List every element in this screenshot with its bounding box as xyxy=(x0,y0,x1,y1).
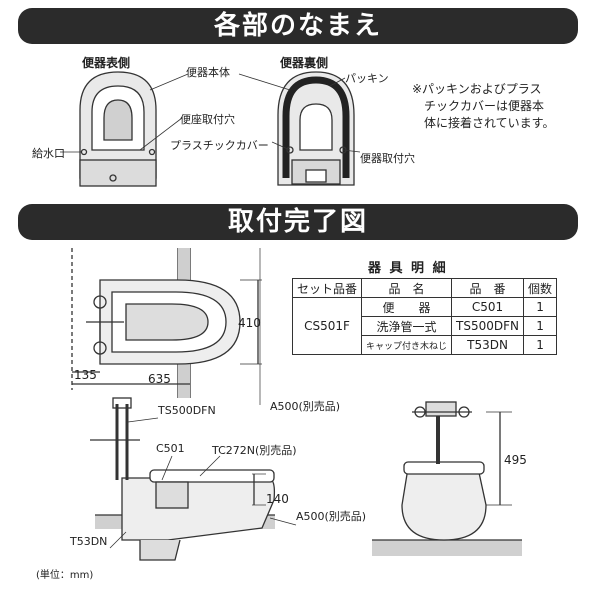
body-label: 便器本体 xyxy=(186,66,230,79)
row-name: 便 器 xyxy=(361,297,453,317)
seat-hole-label: 便座取付穴 xyxy=(180,113,235,126)
label-t53dn: T53DN xyxy=(70,535,108,548)
row-code: TS500DFN xyxy=(451,316,525,336)
plastic-cover-label: プラスチックカバー xyxy=(170,139,269,152)
row-name: キャップ付き木ねじ xyxy=(361,335,453,355)
front-side-label: 便器表側 xyxy=(82,56,131,70)
table-row: CS501F 便 器 C501 1 xyxy=(291,297,558,355)
spec-title: 器 具 明 細 xyxy=(368,261,448,276)
dim-135: 135 xyxy=(74,368,97,382)
water-inlet-label: 給水口 xyxy=(32,147,65,160)
label-tc272n: TC272N(別売品) xyxy=(212,444,297,457)
rear-view xyxy=(372,401,522,556)
toilet-front-view xyxy=(79,71,157,187)
label-ts500dfn: TS500DFN xyxy=(158,404,216,417)
spec-table: セット品番 品 名 品 番 個数 CS501F 便 器 C501 1 洗浄管一式… xyxy=(291,278,558,355)
header-qty: 個数 xyxy=(523,278,558,298)
table-row: キャップ付き木ねじ T53DN 1 xyxy=(293,335,558,355)
header-set-code: セット品番 xyxy=(291,278,363,298)
dim-410: 410 xyxy=(238,316,261,330)
note-line-2: チックカバーは便器本 xyxy=(424,99,545,113)
names-banner: 各部のなまえ xyxy=(18,8,578,44)
unit-note: (単位：mm) xyxy=(36,570,94,581)
table-row: 洗浄管一式 TS500DFN 1 xyxy=(293,316,558,336)
install-banner: 取付完了図 xyxy=(18,204,578,240)
names-title: 各部のなまえ xyxy=(213,11,382,41)
note-line-3: 体に接着されています。 xyxy=(424,116,555,130)
note-line-1: ※パッキンおよびプラス xyxy=(412,82,542,96)
header-code: 品 番 xyxy=(451,278,525,298)
label-c501: C501 xyxy=(156,442,185,455)
header-name: 品 名 xyxy=(361,278,453,298)
label-a500-bottom: A500(別売品) xyxy=(296,510,367,523)
packing-label: パッキン xyxy=(345,72,389,85)
dim-635: 635 xyxy=(148,372,171,386)
row-qty: 1 xyxy=(523,297,558,317)
side-view xyxy=(90,397,297,561)
toilet-back-view xyxy=(277,71,355,186)
label-a500-top: A500(別売品) xyxy=(270,400,341,413)
row-name: 洗浄管一式 xyxy=(361,316,453,336)
set-code-cell: CS501F xyxy=(291,297,363,355)
mount-hole-label: 便器取付穴 xyxy=(360,152,415,165)
dim-140: 140 xyxy=(266,492,289,506)
row-code: T53DN xyxy=(451,335,525,355)
spec-header-row: セット品番 品 名 品 番 個数 xyxy=(291,278,558,298)
install-title: 取付完了図 xyxy=(227,207,368,237)
dim-495: 495 xyxy=(504,453,527,467)
back-side-label: 便器裏側 xyxy=(280,56,329,70)
row-code: C501 xyxy=(451,297,525,317)
row-qty: 1 xyxy=(523,335,558,355)
row-qty: 1 xyxy=(523,316,558,336)
plan-view xyxy=(71,248,262,405)
